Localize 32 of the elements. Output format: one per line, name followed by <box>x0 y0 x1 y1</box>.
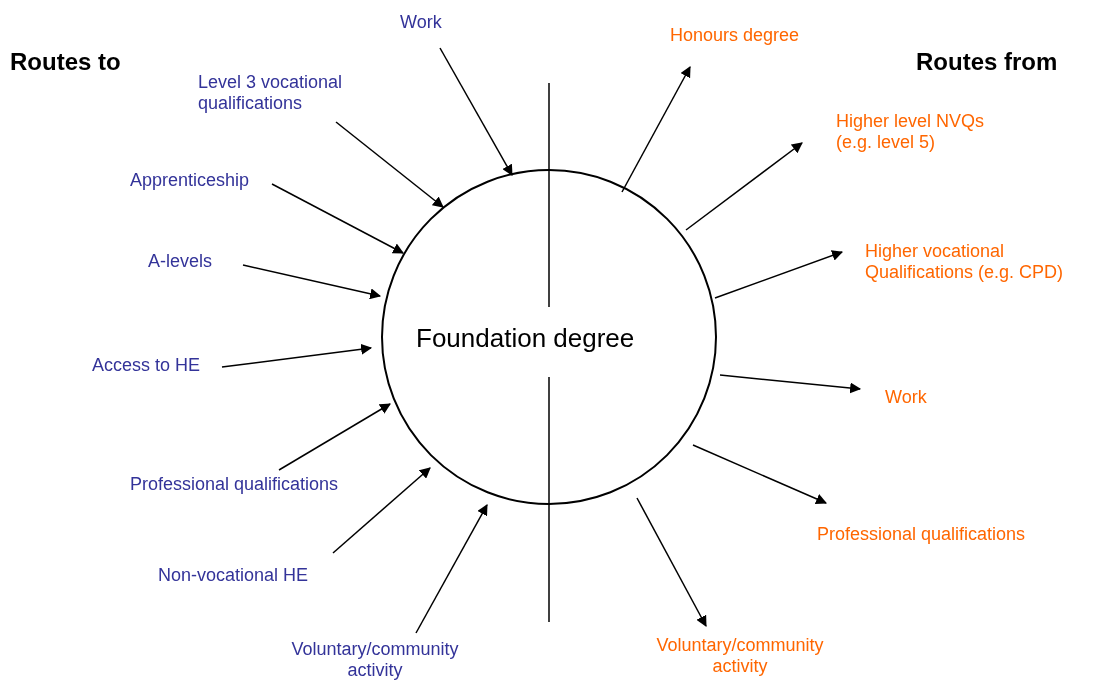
arrow <box>692 444 827 505</box>
route-label: Voluntary/community activity <box>630 635 850 677</box>
route-label: Higher level NVQs (e.g. level 5) <box>836 111 996 153</box>
route-label: Level 3 vocational qualifications <box>198 72 378 114</box>
degree-circle <box>381 169 717 505</box>
route-label: Honours degree <box>670 25 830 46</box>
arrow <box>685 142 803 231</box>
route-label: Voluntary/community activity <box>265 639 485 681</box>
route-label: Work <box>885 387 945 408</box>
route-label: Higher vocational Qualifications (e.g. CPD) <box>865 241 1101 283</box>
arrow <box>636 497 707 627</box>
arrow <box>332 467 431 554</box>
arrow <box>271 183 404 254</box>
arrow <box>221 343 373 368</box>
route-label: Professional qualifications <box>130 474 390 495</box>
arrow <box>335 121 444 208</box>
route-label: A-levels <box>148 251 238 272</box>
route-label: Professional qualifications <box>817 524 1087 545</box>
route-label: Apprenticeship <box>130 170 280 191</box>
section-heading: Routes to <box>10 48 121 76</box>
section-heading: Routes from <box>916 48 1058 76</box>
route-label: Work <box>400 12 460 33</box>
arrow <box>278 403 391 471</box>
route-label: Access to HE <box>92 355 222 376</box>
arrow <box>714 250 844 299</box>
arrow <box>439 47 513 176</box>
route-label: Non-vocational HE <box>158 565 338 586</box>
arrow <box>719 374 862 394</box>
circle-label: Foundation degree <box>416 323 635 354</box>
arrow <box>621 66 691 193</box>
arrow <box>415 504 488 634</box>
arrow <box>242 264 382 300</box>
